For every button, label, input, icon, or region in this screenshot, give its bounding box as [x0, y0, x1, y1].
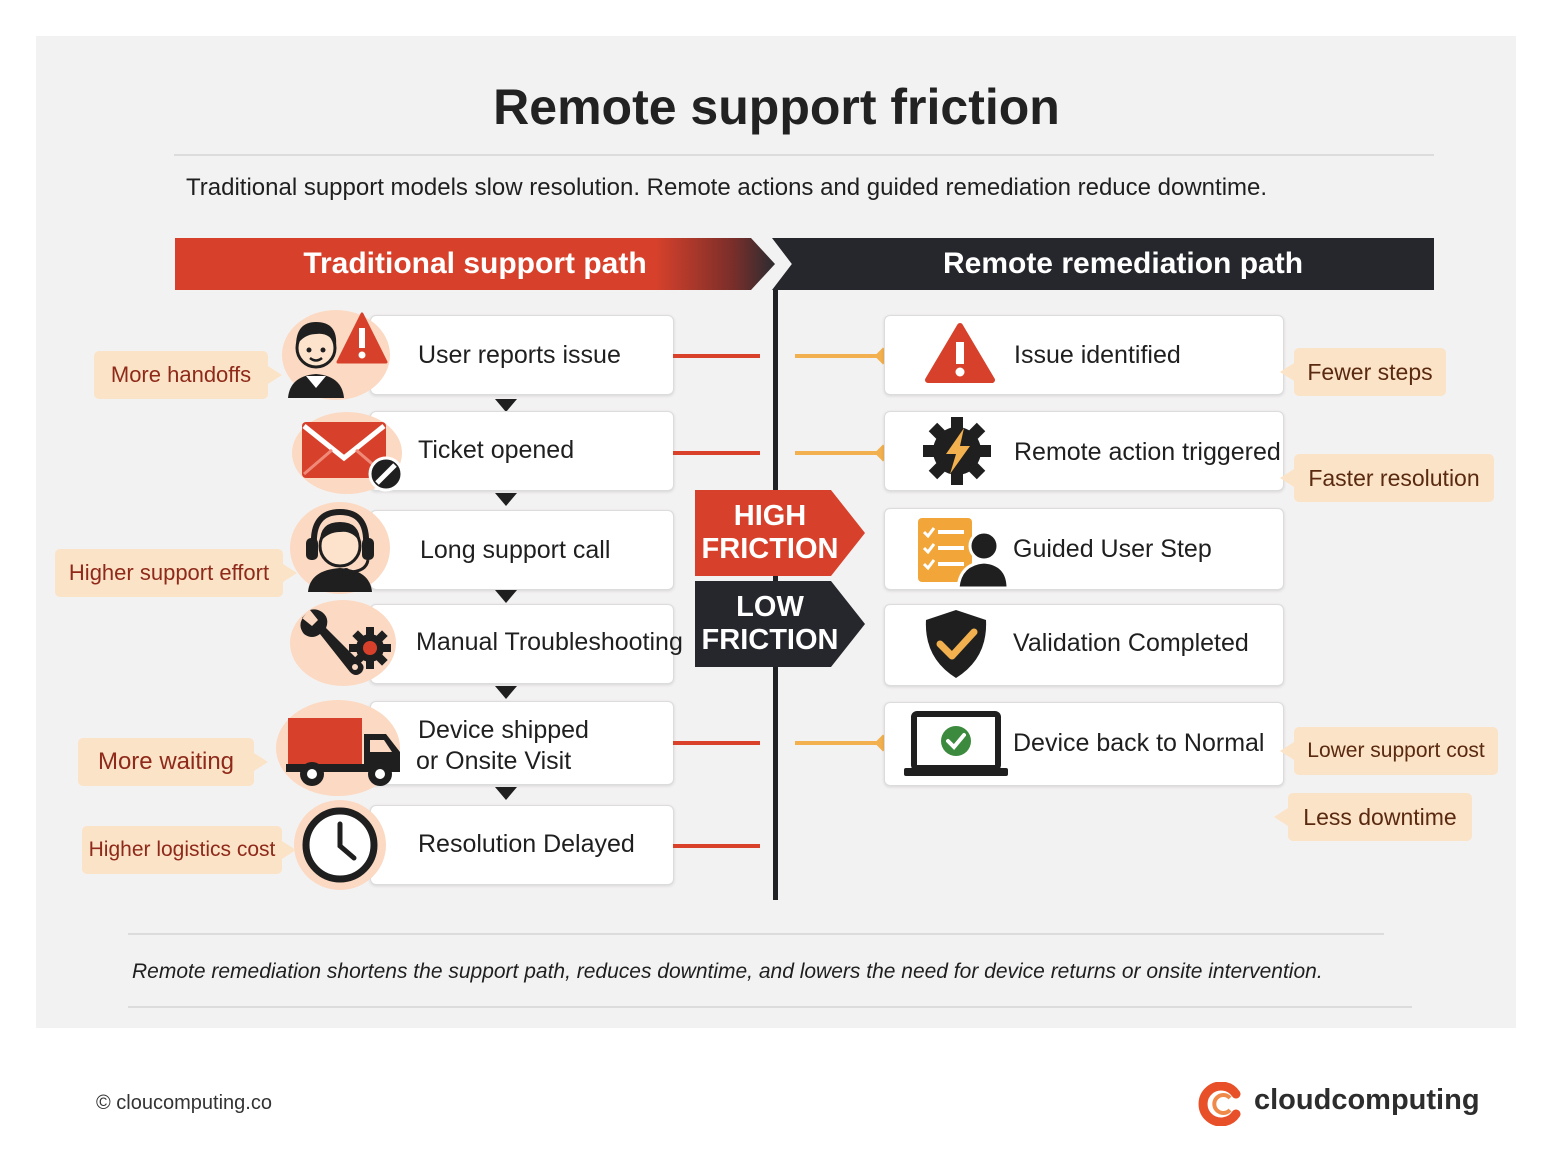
step-user-reports-issue [370, 315, 674, 395]
down-arrow [495, 493, 517, 506]
checklist-user-icon [914, 514, 1010, 590]
tag-less-downtime: Less downtime [1274, 793, 1472, 841]
down-arrow [495, 399, 517, 412]
traditional-path-header: Traditional support path [175, 238, 775, 290]
copyright: © cloucomputing.co [96, 1092, 272, 1114]
tag-higher-support-effort: Higher support effort [55, 549, 297, 597]
connector [673, 354, 760, 358]
user-alert-icon [282, 310, 390, 400]
page-title: Remote support friction [493, 79, 1060, 135]
tag-faster-resolution: Faster resolution [1280, 454, 1494, 502]
connector [795, 741, 881, 745]
low-friction-line2: FRICTION [701, 624, 839, 656]
step-manual-troubleshooting [370, 604, 674, 684]
gear-bolt-icon [920, 416, 994, 486]
connector [673, 844, 760, 848]
tag-fewer-steps: Fewer steps [1280, 348, 1446, 396]
footer-divider-top [128, 933, 1384, 935]
step-label: User reports issue [418, 341, 621, 369]
traditional-header-label: Traditional support path [303, 247, 647, 280]
connector [673, 451, 760, 455]
tag-more-waiting: More waiting [78, 738, 268, 786]
connector [795, 451, 881, 455]
step-label: Ticket opened [418, 436, 575, 464]
laptop-check-icon [902, 710, 1010, 778]
headset-icon [290, 502, 390, 594]
step-label: Remote action triggered [1014, 438, 1281, 466]
step-label-line2: or Onsite Visit [416, 747, 572, 775]
down-arrow [495, 787, 517, 800]
low-friction-line1: LOW [736, 591, 804, 623]
step-label-line1: Device shipped [418, 716, 589, 744]
tag-lower-support-cost: Lower support cost [1280, 727, 1498, 775]
step-label: Guided User Step [1013, 535, 1212, 563]
footnote: Remote remediation shortens the support … [132, 960, 1323, 983]
step-long-support-call [370, 510, 674, 590]
shield-check-icon [920, 606, 992, 682]
brand-name: cloudcomputing [1254, 1084, 1480, 1116]
tag-more-handoffs: More handoffs [94, 351, 282, 399]
truck-icon [282, 712, 406, 792]
step-label: Manual Troubleshooting [416, 628, 683, 656]
step-label: Validation Completed [1013, 629, 1249, 657]
high-friction-line2: FRICTION [701, 533, 839, 565]
warning-icon [924, 322, 996, 384]
down-arrow [495, 590, 517, 603]
step-ticket-opened [370, 411, 674, 491]
connector [795, 354, 881, 358]
clock-icon [294, 800, 386, 890]
footer-divider-bottom [128, 1006, 1412, 1008]
step-resolution-delayed [370, 805, 674, 885]
connector [673, 741, 760, 745]
subtitle: Traditional support models slow resoluti… [186, 174, 1268, 201]
wrench-gear-icon [290, 600, 396, 686]
down-arrow [495, 686, 517, 699]
step-label: Resolution Delayed [418, 830, 635, 858]
remote-header-label: Remote remediation path [942, 247, 1304, 280]
tag-higher-logistics-cost: Higher logistics cost [82, 826, 296, 874]
step-label: Issue identified [1014, 341, 1181, 369]
step-label: Long support call [420, 536, 611, 564]
high-friction-line1: HIGH [733, 500, 807, 532]
title-divider [174, 154, 1434, 156]
brand-logo-icon [1198, 1081, 1242, 1127]
remote-path-header: Remote remediation path [772, 238, 1434, 290]
step-label: Device back to Normal [1013, 729, 1265, 757]
step-device-shipped [370, 701, 674, 785]
envelope-blocked-icon [292, 412, 408, 494]
